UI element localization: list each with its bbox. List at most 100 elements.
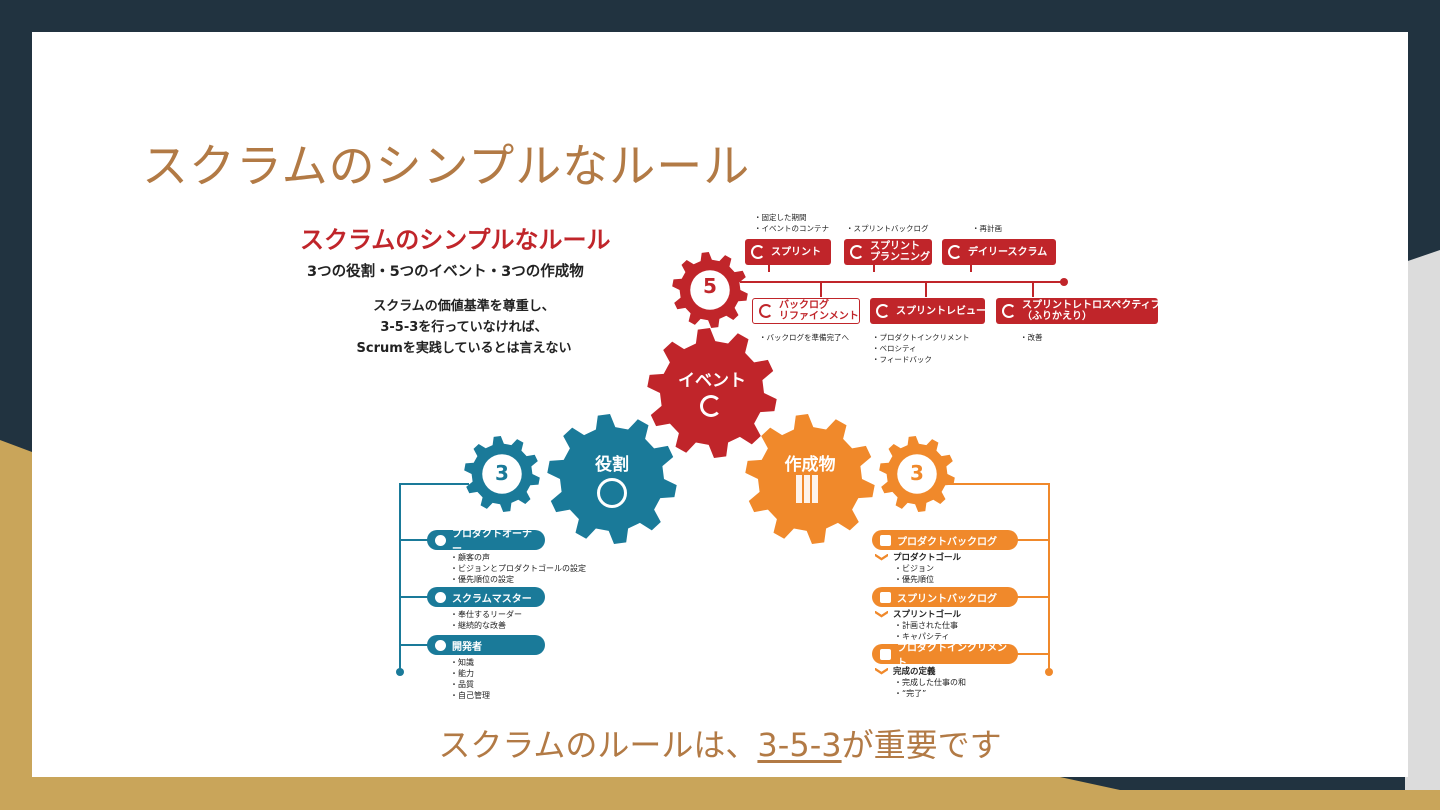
- events-icon: [700, 395, 722, 417]
- gear-artifacts-label: 作成物: [784, 455, 836, 475]
- artifact-label: スプリントバックログ: [897, 593, 997, 605]
- document-icon: [880, 648, 891, 660]
- cycle-icon: [1002, 304, 1016, 318]
- event-notes: ・バックログを準備完了へ: [759, 333, 849, 342]
- artifact-items: ・ビジョン ・優先順位: [894, 564, 934, 584]
- chevron-icon: [875, 553, 888, 561]
- role-developers: 開発者: [427, 635, 545, 655]
- artifacts-branch: [1016, 539, 1048, 541]
- events-connector: [873, 264, 875, 272]
- desc-line: スクラムの価値基準を尊重し、: [373, 299, 555, 314]
- goal-label: スプリントゴール: [893, 610, 962, 620]
- events-connector: [1032, 283, 1034, 297]
- roles-branch: [399, 644, 429, 646]
- roles-line: [399, 483, 401, 670]
- event-notes: ・改善: [1020, 333, 1043, 342]
- figure-title: スクラムのシンプルなルール: [300, 226, 611, 254]
- footer-highlight: 3-5-3: [757, 726, 842, 764]
- event-label: スプリント プランニング: [870, 241, 930, 263]
- role-label: 開発者: [452, 641, 482, 653]
- event-notes: ・固定した期間 ・イベントのコンテナ: [754, 213, 829, 233]
- slide: スクラムのシンプルなルール スクラムのシンプルなルール 3つの役割・5つのイベン…: [32, 32, 1408, 777]
- cycle-icon: [850, 245, 864, 259]
- gear-events-count: [672, 252, 748, 328]
- event-label: スプリントレトロスペクティブ （ふりかえり）: [1022, 300, 1161, 322]
- gear-events-count-label: 5: [703, 274, 717, 298]
- event-notes: ・スプリントバックログ: [846, 224, 929, 233]
- artifact-goal: プロダクトゴール: [875, 551, 961, 563]
- artifact-icon: [796, 475, 820, 503]
- person-icon: [435, 591, 446, 603]
- chevron-icon: [875, 667, 888, 675]
- artifact-items: ・完成した仕事の和 ・“完了”: [894, 678, 966, 698]
- artifact-product-backlog: プロダクトバックログ: [872, 530, 1018, 550]
- event-backlog-refinement: バックログ リファインメント: [752, 298, 860, 324]
- events-line-end: [1060, 278, 1068, 286]
- role-items: ・顧客の声 ・ビジョンとプロダクトゴールの設定 ・優先順位の設定: [450, 553, 586, 584]
- event-notes: ・プロダクトインクリメント ・ベロシティ ・フィードバック: [872, 333, 970, 364]
- person-icon: [597, 478, 627, 508]
- artifact-label: プロダクトバックログ: [897, 536, 997, 548]
- event-sprint-review: スプリントレビュー: [870, 298, 986, 324]
- cycle-icon: [876, 304, 890, 318]
- roles-branch: [399, 596, 429, 598]
- events-connector: [970, 264, 972, 272]
- gear-events: [647, 328, 777, 458]
- event-label: スプリントレビュー: [896, 305, 986, 317]
- artifact-goal: スプリントゴール: [875, 608, 961, 620]
- role-label: プロダクトオーナー: [452, 529, 532, 555]
- event-label: バックログ リファインメント: [779, 300, 859, 322]
- gear-artifacts-count: [879, 436, 955, 512]
- gear-roles-count-label: 3: [495, 461, 509, 485]
- gear-events-label: イベント: [678, 371, 746, 391]
- role-items: ・奉仕するリーダー ・継続的な改善: [450, 610, 522, 630]
- artifact-goal: 完成の定義: [875, 665, 936, 677]
- document-icon: [880, 591, 891, 603]
- goal-label: プロダクトゴール: [893, 553, 962, 563]
- person-icon: [435, 639, 446, 651]
- cycle-icon: [948, 245, 962, 259]
- figure-description: スクラムの価値基準を尊重し、 3-5-3を行っていなければ、 Scrumを実践し…: [324, 296, 604, 359]
- artifact-sprint-backlog: スプリントバックログ: [872, 587, 1018, 607]
- gear-artifacts-count-label: 3: [910, 461, 924, 485]
- events-connector: [768, 264, 770, 272]
- artifacts-line-end: [1045, 668, 1053, 676]
- gear-roles-label: 役割: [595, 455, 629, 475]
- artifact-items: ・計画された仕事 ・キャパシティ: [894, 621, 958, 641]
- figure-subtitle: 3つの役割・5つのイベント・3つの作成物: [307, 264, 584, 280]
- chevron-icon: [875, 610, 888, 618]
- event-sprint-planning: スプリント プランニング: [844, 239, 932, 265]
- events-connector: [925, 283, 927, 297]
- event-sprint: スプリント: [745, 239, 831, 265]
- cycle-icon: [759, 304, 773, 318]
- slide-footer: スクラムのルールは、3-5-3が重要です: [32, 720, 1408, 766]
- artifacts-branch: [1016, 596, 1048, 598]
- artifact-label: プロダクトインクリメント: [897, 643, 1007, 669]
- roles-branch: [399, 539, 429, 541]
- role-items: ・知識 ・能力 ・品質 ・自己管理: [450, 658, 490, 700]
- event-sprint-retrospective: スプリントレトロスペクティブ （ふりかえり）: [996, 298, 1161, 324]
- footer-prefix: スクラムのルールは、: [438, 726, 758, 764]
- events-top-line: [740, 281, 1065, 283]
- roles-line: [399, 483, 469, 485]
- artifacts-branch: [1016, 653, 1048, 655]
- event-label: スプリント: [771, 246, 821, 258]
- events-connector: [820, 283, 822, 297]
- person-icon: [435, 534, 446, 546]
- artifact-product-increment: プロダクトインクリメント: [872, 643, 1018, 669]
- footer-suffix: が重要です: [841, 726, 1002, 764]
- event-notes: ・再計画: [972, 224, 1002, 233]
- goal-label: 完成の定義: [893, 667, 936, 677]
- role-label: スクラムマスター: [452, 593, 532, 605]
- cycle-icon: [751, 245, 765, 259]
- gear-roles-count: [464, 436, 540, 512]
- document-icon: [880, 534, 891, 546]
- artifacts-line: [949, 483, 1049, 485]
- event-daily-scrum: デイリースクラム: [942, 239, 1056, 265]
- desc-line: 3-5-3を行っていなければ、: [380, 320, 548, 335]
- desc-line: Scrumを実践しているとは言えない: [356, 341, 572, 356]
- roles-line-end: [396, 668, 404, 676]
- event-label: デイリースクラム: [968, 246, 1048, 258]
- role-product-owner: プロダクトオーナー: [427, 529, 545, 555]
